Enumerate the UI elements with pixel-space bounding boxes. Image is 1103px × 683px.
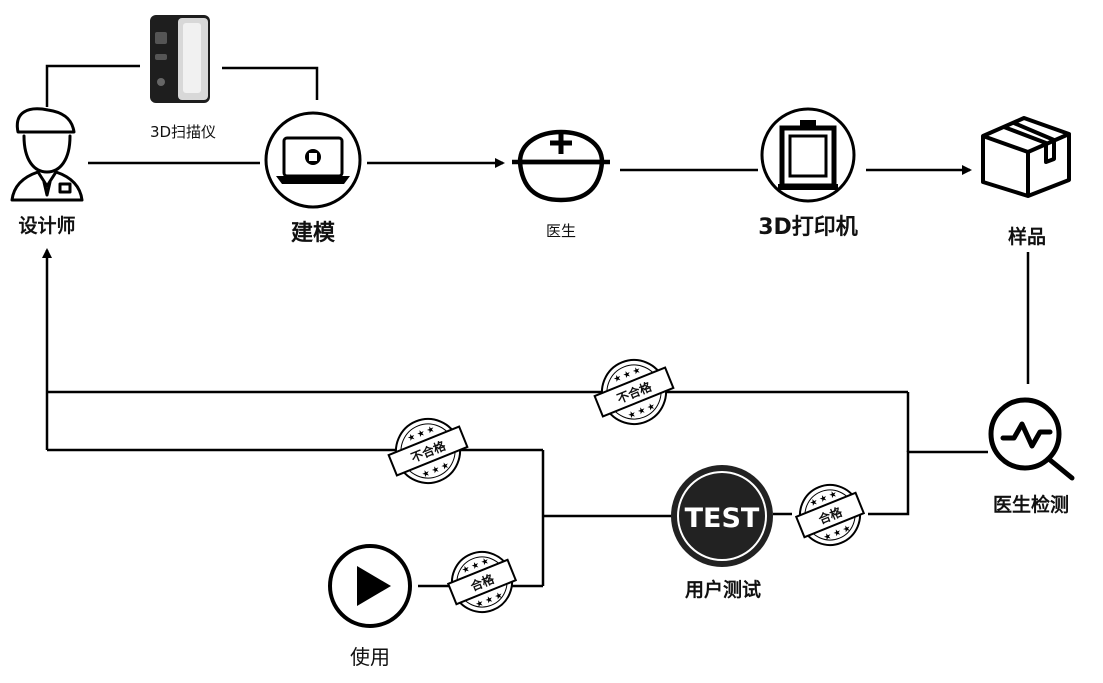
fail-stamp-top: ★ ★ ★ ★ ★ ★ 不合格 xyxy=(593,359,675,425)
play-icon xyxy=(328,544,412,628)
printer-label: 3D打印机 xyxy=(758,215,858,240)
scanner-label: 3D扫描仪 xyxy=(150,123,216,141)
test-badge-icon: TEST xyxy=(671,465,773,567)
modeling-label: 建模 xyxy=(291,221,336,246)
box-icon xyxy=(981,116,1071,198)
pass-stamp-left: ★ ★ ★ ★ ★ ★ 合格 xyxy=(446,551,518,613)
test-badge-text: TEST xyxy=(685,503,760,534)
3d-printer-icon xyxy=(760,107,856,203)
user-test-label: 用户测试 xyxy=(685,578,761,601)
connector-scanner-modeling xyxy=(222,66,319,100)
use-label: 使用 xyxy=(350,645,390,669)
connectors xyxy=(42,64,1030,588)
sample-label: 样品 xyxy=(1008,225,1046,248)
pass-stamp-right: ★ ★ ★ ★ ★ ★ 合格 xyxy=(794,484,866,546)
connector-designer-scanner xyxy=(45,64,140,107)
fail-stamp-bottom: ★ ★ ★ ★ ★ ★ 不合格 xyxy=(387,418,469,484)
doctor-check-label: 医生检测 xyxy=(993,493,1069,516)
magnifier-pulse-icon xyxy=(988,397,1075,481)
doctor-label: 医生 xyxy=(546,222,576,240)
connector-check-branch xyxy=(868,450,988,516)
doctor-helmet-icon xyxy=(512,129,610,203)
laptop-icon xyxy=(264,111,362,209)
designer-label: 设计师 xyxy=(18,215,75,237)
designer-icon xyxy=(10,107,84,202)
scanner-icon xyxy=(150,15,210,103)
